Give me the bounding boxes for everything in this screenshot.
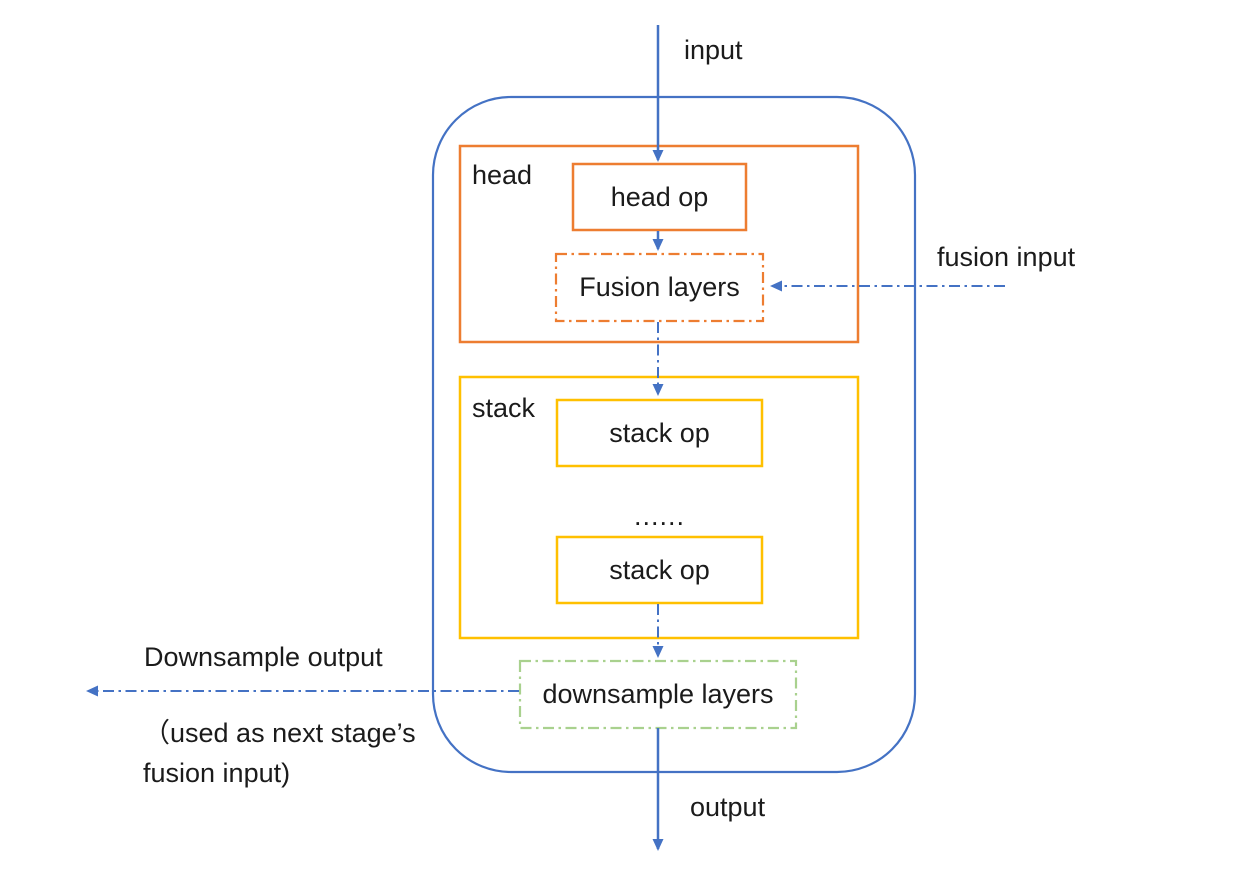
downsample-layers-label: downsample layers [542,679,774,709]
stack-op-top-label: stack op [609,417,710,448]
fusion-input-label: fusion input [937,242,1076,272]
head-group-label: head [472,160,533,190]
input-label: input [684,35,743,65]
downsample-note: （used as next stage’s fusion input) [143,713,416,793]
head-op-label: head op [610,181,709,212]
stack-group-label: stack [472,393,536,423]
stack-op-bottom-label: stack op [609,554,710,585]
head-op-box [571,162,748,232]
stack-op-bottom-box [555,535,764,605]
output-label: output [690,792,766,822]
stack-op-top-box [555,398,764,468]
stage-container-box [431,95,917,774]
stack-ellipsis: ...... [633,500,685,531]
fusion-layers-label: Fusion layers [579,272,740,302]
fusion-layers-box [554,252,765,323]
downsample-note-line1: （used as next stage’s [143,718,416,748]
downsample-note-line2: fusion input) [143,758,291,788]
downsample-output-label: Downsample output [144,642,383,672]
